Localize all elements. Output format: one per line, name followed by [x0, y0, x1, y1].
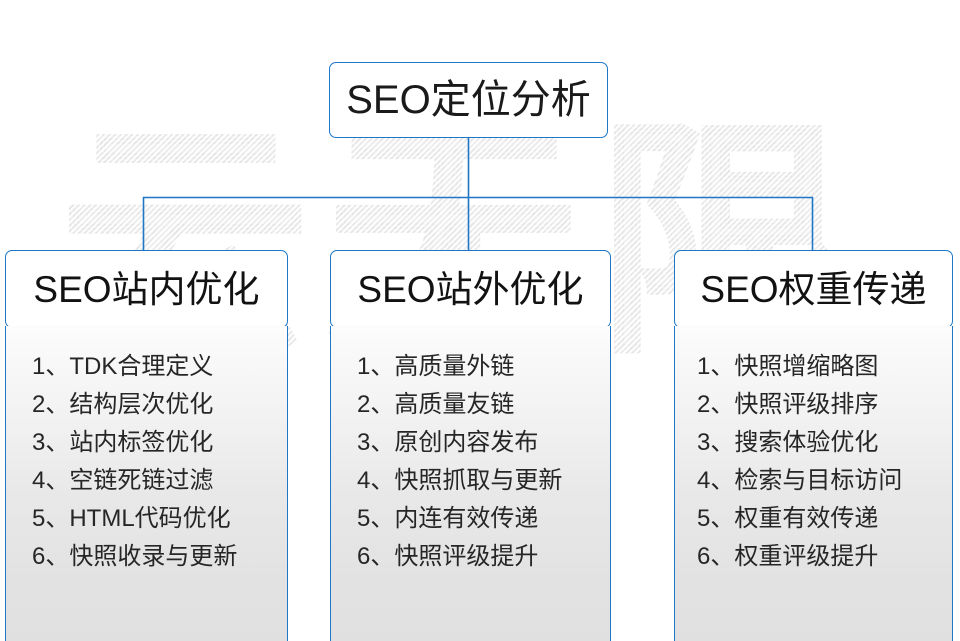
list-item[interactable]: 6、权重评级提升 — [697, 543, 879, 570]
branch-column-seo-onsite: SEO站内优化 1、TDK合理定义 2、结构层次优化 3、站内标签优化 4、空链… — [5, 250, 288, 641]
list-item[interactable]: 6、快照收录与更新 — [32, 543, 238, 570]
list-item[interactable]: 1、TDK合理定义 — [32, 353, 214, 380]
item-list: 1、高质量外链 2、高质量友链 3、原创内容发布 4、快照抓取与更新 5、内连有… — [331, 348, 610, 576]
branch-body-seo-offsite: 1、高质量外链 2、高质量友链 3、原创内容发布 4、快照抓取与更新 5、内连有… — [330, 326, 611, 641]
list-item[interactable]: 1、快照增缩略图 — [697, 353, 879, 380]
list-item[interactable]: 2、快照评级排序 — [697, 391, 879, 418]
item-list: 1、TDK合理定义 2、结构层次优化 3、站内标签优化 4、空链死链过滤 5、H… — [6, 348, 287, 576]
branch-header-seo-onsite[interactable]: SEO站内优化 — [5, 250, 288, 328]
branch-header-seo-weight[interactable]: SEO权重传递 — [674, 250, 953, 328]
branch-column-seo-weight: SEO权重传递 1、快照增缩略图 2、快照评级排序 3、搜索体验优化 4、检索与… — [674, 250, 953, 641]
branch-header-title: SEO站外优化 — [357, 268, 584, 310]
list-item[interactable]: 5、内连有效传递 — [357, 505, 539, 532]
root-node[interactable]: SEO定位分析 — [329, 62, 608, 138]
branch-body-seo-onsite: 1、TDK合理定义 2、结构层次优化 3、站内标签优化 4、空链死链过滤 5、H… — [5, 326, 288, 641]
list-item[interactable]: 5、HTML代码优化 — [32, 505, 231, 532]
branch-header-title: SEO权重传递 — [700, 268, 927, 310]
list-item[interactable]: 1、高质量外链 — [357, 353, 515, 380]
list-item[interactable]: 5、权重有效传递 — [697, 505, 879, 532]
list-item[interactable]: 3、搜索体验优化 — [697, 429, 879, 456]
branch-header-seo-offsite[interactable]: SEO站外优化 — [330, 250, 611, 328]
root-node-title: SEO定位分析 — [346, 78, 591, 122]
branch-column-seo-offsite: SEO站外优化 1、高质量外链 2、高质量友链 3、原创内容发布 4、快照抓取与… — [330, 250, 611, 641]
list-item[interactable]: 4、快照抓取与更新 — [357, 467, 563, 494]
branch-header-title: SEO站内优化 — [33, 268, 260, 310]
list-item[interactable]: 3、原创内容发布 — [357, 429, 539, 456]
list-item[interactable]: 2、结构层次优化 — [32, 391, 214, 418]
branch-body-seo-weight: 1、快照增缩略图 2、快照评级排序 3、搜索体验优化 4、检索与目标访问 5、权… — [674, 326, 953, 641]
list-item[interactable]: 3、站内标签优化 — [32, 429, 214, 456]
item-list: 1、快照增缩略图 2、快照评级排序 3、搜索体验优化 4、检索与目标访问 5、权… — [675, 348, 952, 576]
list-item[interactable]: 2、高质量友链 — [357, 391, 515, 418]
list-item[interactable]: 4、检索与目标访问 — [697, 467, 903, 494]
list-item[interactable]: 4、空链死链过滤 — [32, 467, 214, 494]
list-item[interactable]: 6、快照评级提升 — [357, 543, 539, 570]
